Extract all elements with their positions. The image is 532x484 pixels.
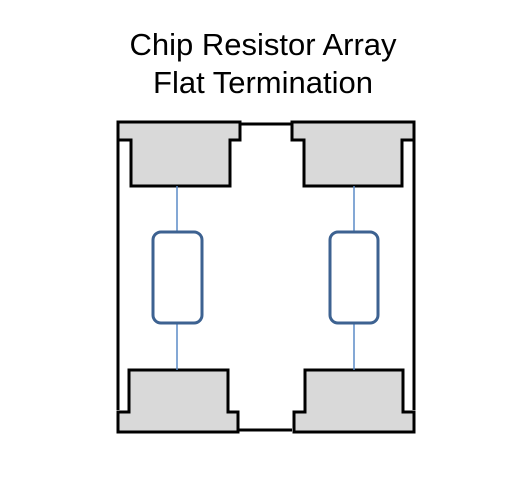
resistor-left-element [151,230,204,325]
terminal-top-left-pad [116,120,242,188]
resistor-left [151,186,204,370]
terminal-top-right [290,120,416,188]
terminal-bottom-left-pad [116,368,240,434]
terminal-top-left [116,120,242,188]
chip-body [116,122,416,432]
terminal-top-right-pad [290,120,416,188]
title-line-2: Flat Termination [153,65,373,100]
terminal-bottom-right-pad [292,368,416,434]
terminal-bottom-left [116,368,240,434]
resistor-right [328,186,380,370]
resistor-right-element [328,230,380,325]
terminal-bottom-right [292,368,416,434]
diagram-title: Chip Resistor Array Flat Termination [0,26,526,102]
title-line-1: Chip Resistor Array [129,27,397,62]
